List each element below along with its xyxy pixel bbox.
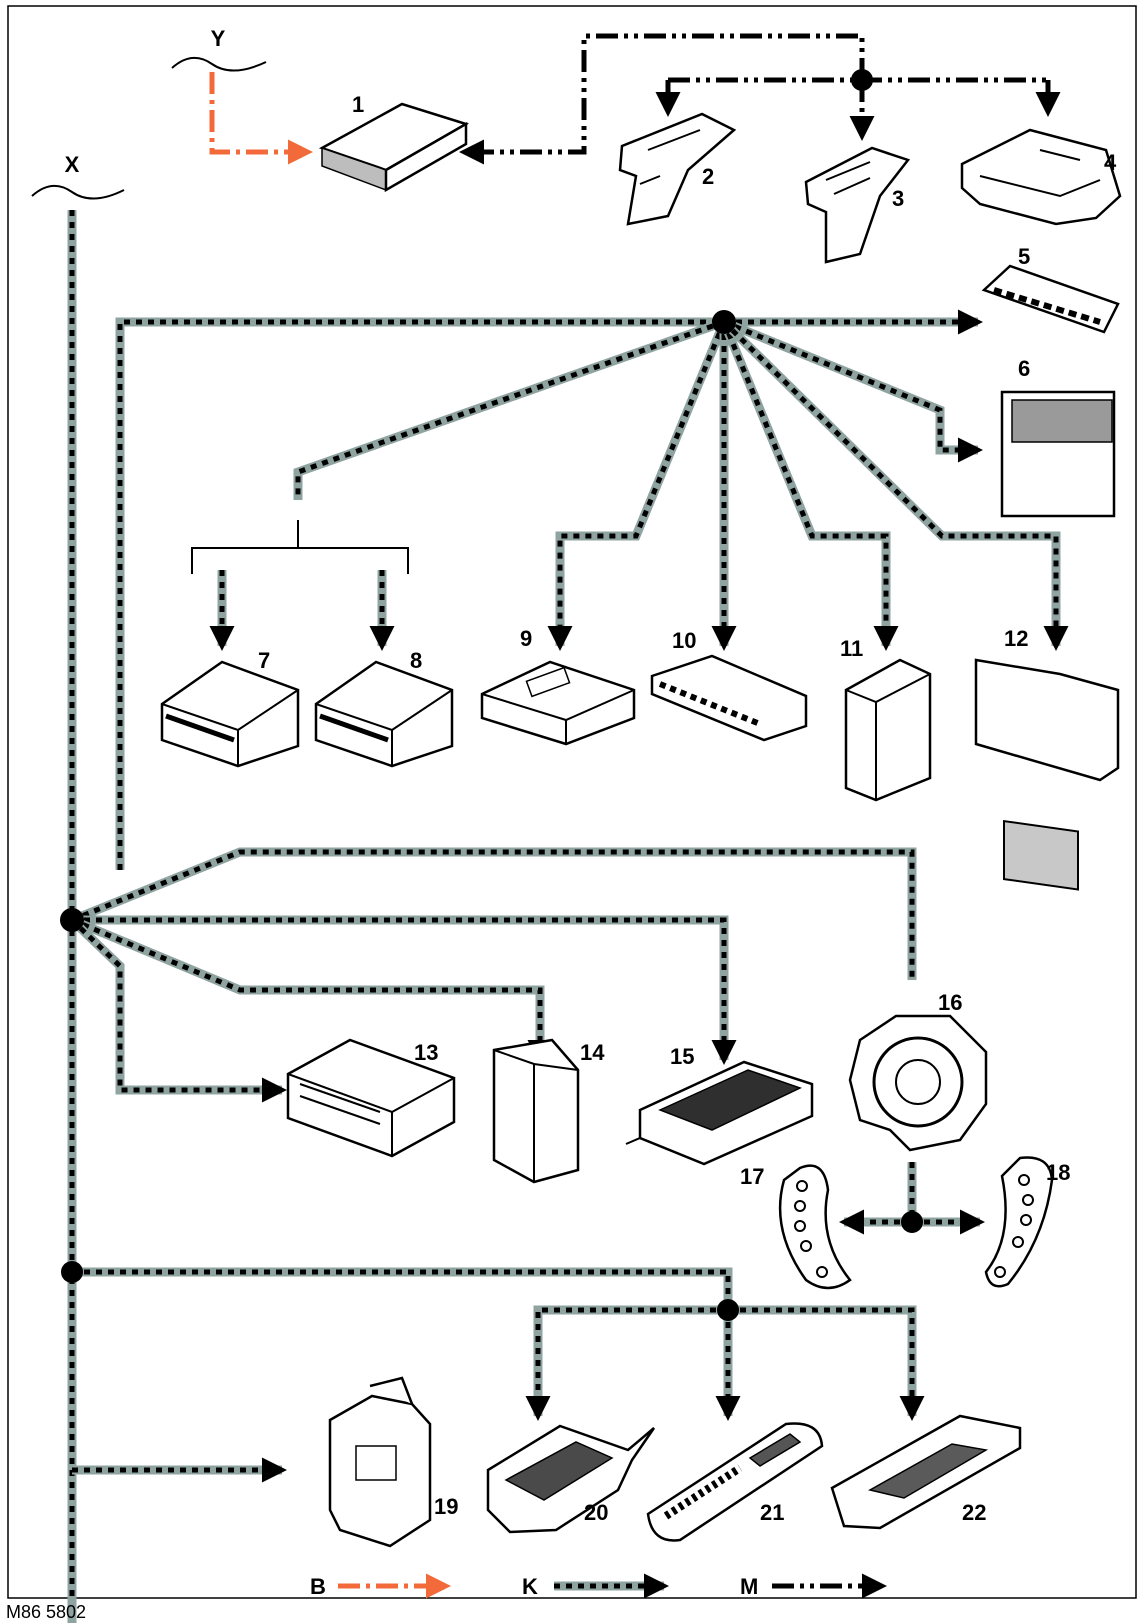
component-16: 16 xyxy=(848,990,988,1152)
component-19-number: 19 xyxy=(434,1494,458,1519)
component-2: 2 xyxy=(618,112,737,226)
component-9-number: 9 xyxy=(520,626,532,651)
legend-item-m: M xyxy=(740,1573,887,1599)
bus-x-label: X xyxy=(65,152,80,177)
component-22-number: 22 xyxy=(962,1500,986,1525)
bus-x: X xyxy=(31,152,125,200)
legend-item-k: K xyxy=(522,1573,669,1599)
component-12-number: 12 xyxy=(1004,626,1028,651)
component-21-number: 21 xyxy=(760,1500,784,1525)
component-13-number: 13 xyxy=(414,1040,438,1065)
bus-y-label: Y xyxy=(211,26,226,51)
component-20: 20 xyxy=(486,1424,656,1534)
component-5-number: 5 xyxy=(1018,244,1030,269)
component-8: 8 xyxy=(314,648,454,768)
component-5: 5 xyxy=(981,244,1120,334)
component-6-number: 6 xyxy=(1018,356,1030,381)
component-15: 15 xyxy=(625,1044,814,1166)
component-10-number: 10 xyxy=(672,628,696,653)
component-9: 9 xyxy=(480,626,636,746)
frame xyxy=(7,5,1137,1599)
component-17-number: 17 xyxy=(740,1164,764,1189)
component-19: 19 xyxy=(328,1376,458,1548)
component-11: 11 xyxy=(840,636,932,802)
component-4: 4 xyxy=(960,128,1122,226)
component-7: 7 xyxy=(160,648,300,768)
component-1: 1 xyxy=(318,92,470,193)
component-14-number: 14 xyxy=(580,1040,605,1065)
legend-k-key: K xyxy=(522,1574,538,1599)
m-network xyxy=(459,33,1061,165)
component-7-number: 7 xyxy=(258,648,270,673)
b-line-to-1 xyxy=(209,72,313,165)
component-10: 10 xyxy=(650,628,808,742)
component-3-number: 3 xyxy=(892,186,904,211)
component-8-number: 8 xyxy=(410,648,422,673)
component-21: 21 xyxy=(646,1422,824,1542)
component-13: 13 xyxy=(286,1038,456,1158)
component-6: 6 xyxy=(1000,356,1116,518)
figure-id: M86 5802 xyxy=(6,1602,86,1622)
component-1-number: 1 xyxy=(352,92,364,117)
component-2-number: 2 xyxy=(702,164,714,189)
component-18: 18 xyxy=(984,1156,1070,1288)
k-network xyxy=(60,210,1069,1623)
legend-m-key: M xyxy=(740,1574,758,1599)
legend-b-key: B xyxy=(310,1574,326,1599)
component-15-number: 15 xyxy=(670,1044,694,1069)
bus-y: Y xyxy=(171,26,267,72)
component-14: 14 xyxy=(492,1038,605,1184)
component-4-number: 4 xyxy=(1104,150,1117,175)
legend-item-b: B xyxy=(310,1573,451,1599)
component-17: 17 xyxy=(740,1164,852,1290)
component-3: 3 xyxy=(804,146,911,264)
component-20-number: 20 xyxy=(584,1500,608,1525)
component-12: 12 xyxy=(974,626,1120,891)
component-18-number: 18 xyxy=(1046,1160,1070,1185)
component-16-number: 16 xyxy=(938,990,962,1015)
component-11-number: 11 xyxy=(840,636,863,661)
legend: B K M xyxy=(310,1573,887,1599)
component-22: 22 xyxy=(830,1414,1022,1530)
